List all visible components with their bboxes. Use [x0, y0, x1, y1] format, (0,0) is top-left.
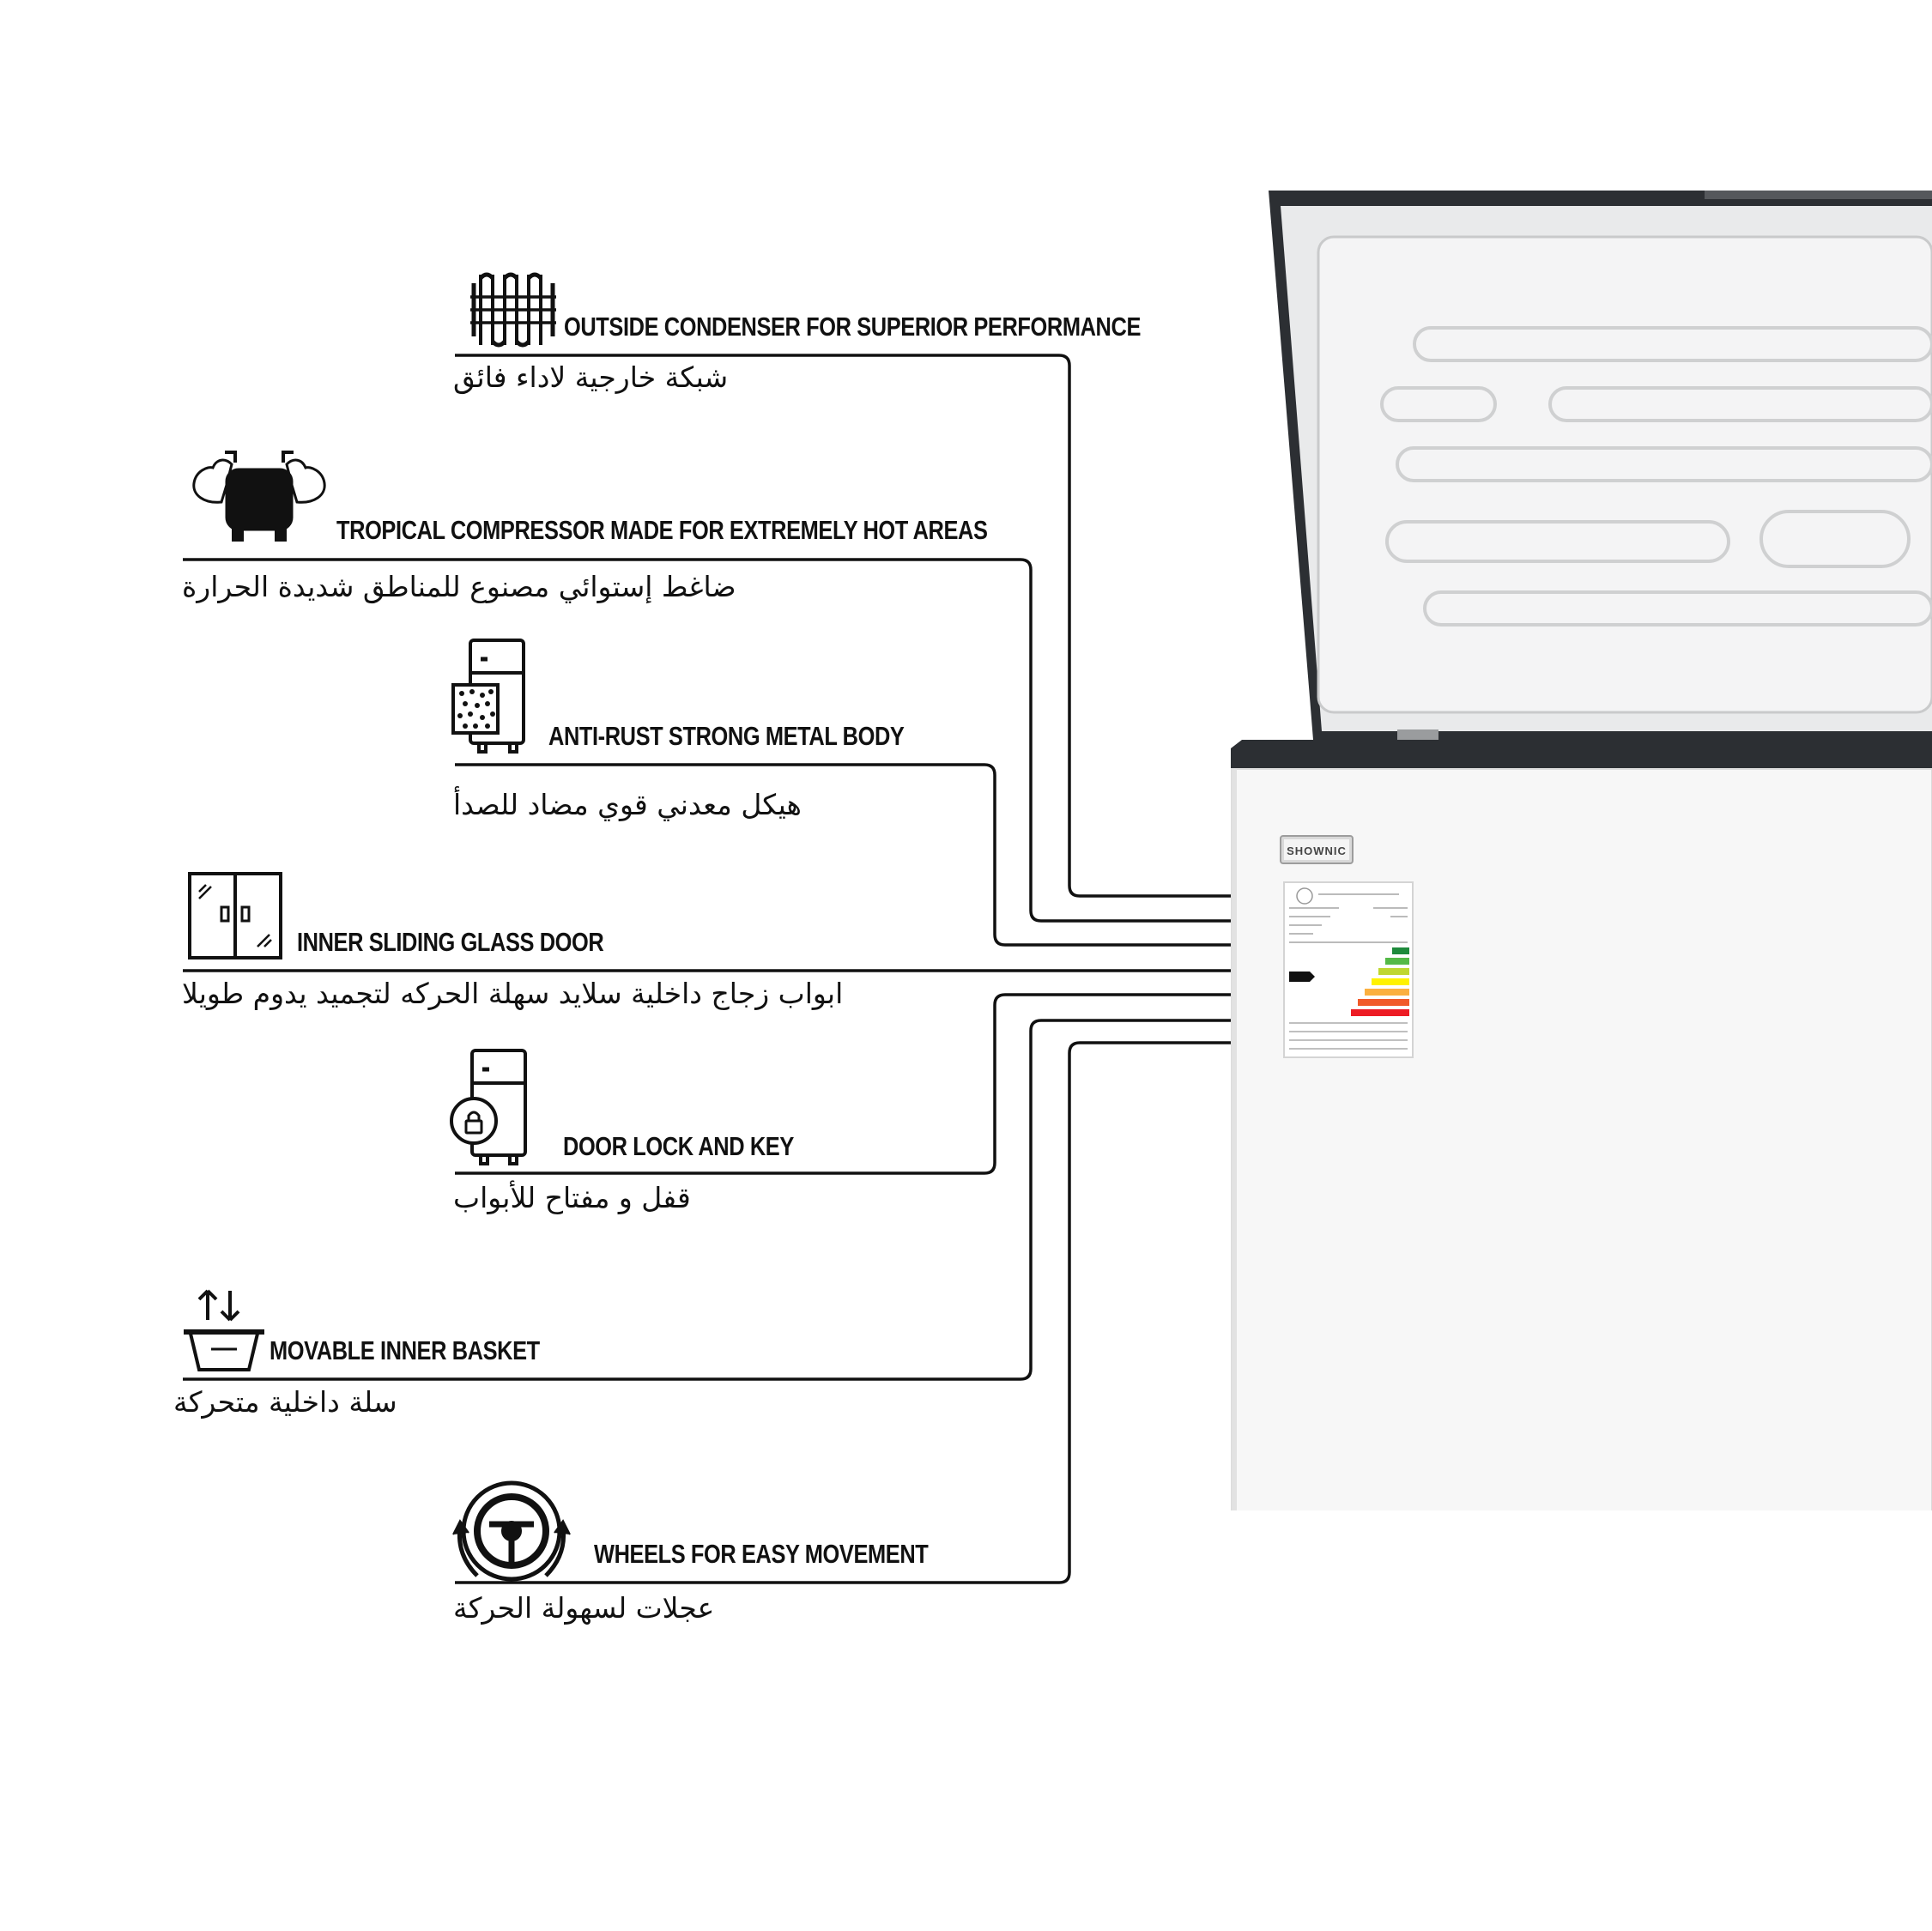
feature-en-label: ANTI-RUST STRONG METAL BODY [548, 721, 905, 751]
wheel-icon [452, 1480, 571, 1582]
connector-metal-body [455, 763, 1232, 947]
connector-compressor [183, 558, 1232, 923]
fridge-lock-icon [450, 1049, 527, 1165]
energy-bars [1351, 947, 1409, 1016]
feature-en-label: MOVABLE INNER BASKET [270, 1335, 540, 1365]
feature-ar-label: هيكل معدني قوي مضاد للصدأ [453, 788, 802, 821]
feature-en-label: TROPICAL COMPRESSOR MADE FOR EXTREMELY H… [336, 515, 988, 545]
feature-en-label: INNER SLIDING GLASS DOOR [297, 927, 604, 957]
feature-en-label: WHEELS FOR EASY MOVEMENT [594, 1539, 929, 1569]
feature-ar-label: ابواب زجاج داخلية سلايد سهلة الحركه لتجم… [182, 977, 844, 1010]
feature-ar-label: شبكة خارجية لاداء فائق [453, 360, 729, 394]
connector-condenser [455, 354, 1232, 898]
feature-ar-label: ضاغط إستوائي مصنوع للمناطق شديدة الحرارة [182, 570, 736, 603]
anti-rust-fridge-icon [451, 639, 525, 754]
connector-basket [183, 1019, 1232, 1381]
feature-ar-label: قفل و مفتاح للأبواب [453, 1181, 691, 1214]
condenser-icon [470, 272, 556, 348]
movable-basket-icon [184, 1289, 264, 1371]
sliding-glass-door-icon [188, 872, 282, 959]
feature-ar-label: عجلات لسهولة الحركة [453, 1591, 715, 1625]
feature-en-label: OUTSIDE CONDENSER FOR SUPERIOR PERFORMAN… [564, 312, 1142, 342]
feature-ar-label: سلة داخلية متحركة [173, 1385, 397, 1419]
freezer-body [1231, 768, 1932, 1510]
connector-lock [455, 993, 1232, 1175]
connector-wheels [455, 1041, 1232, 1584]
energy-label [1283, 881, 1414, 1058]
feature-en-label: DOOR LOCK AND KEY [563, 1131, 794, 1161]
chest-freezer-image: SHOWNIC [1231, 191, 1932, 1510]
brand-name: SHOWNIC [1287, 844, 1347, 857]
strong-compressor-icon [192, 451, 326, 542]
